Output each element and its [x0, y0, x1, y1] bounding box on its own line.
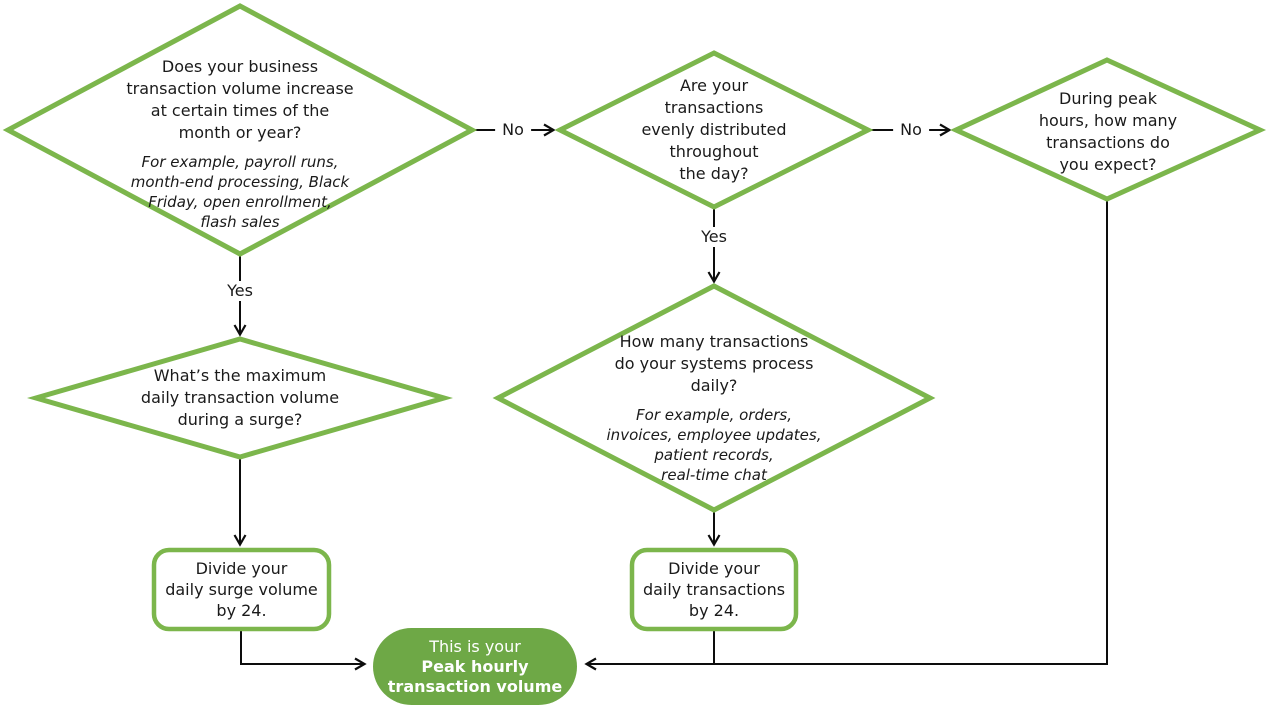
- decision-example: For example, orders, invoices, employee …: [606, 406, 822, 484]
- decision-question: During peak hours, how many transactions…: [1038, 89, 1178, 174]
- process-divide-surge-shape: [151, 547, 332, 632]
- process-divide-daily-text: Divide your daily transactions by 24.: [642, 559, 786, 620]
- decision-question: What’s the maximum daily transaction vol…: [140, 366, 340, 429]
- connector-divide-surge-to-result: [240, 629, 367, 671]
- edge-label-no-1: No: [495, 120, 531, 140]
- decision-peak-hours-text: During peak hours, how many transactions…: [993, 88, 1223, 176]
- decision-evenly-distributed-text: Are your transactions evenly distributed…: [604, 75, 824, 185]
- decision-seasonal-surge-text: Does your business transaction volume in…: [100, 56, 380, 232]
- result-pill-text: This is your Peak hourly transaction vol…: [373, 628, 577, 705]
- decision-max-surge-volume-text: What’s the maximum daily transaction vol…: [100, 365, 380, 431]
- decision-daily-volume-shape: [492, 283, 936, 513]
- decision-question: Does your business transaction volume in…: [126, 57, 354, 142]
- process-divide-daily-shape: [629, 547, 799, 632]
- result-pill-shape: [373, 628, 577, 705]
- decision-seasonal-surge-shape: [2, 3, 478, 257]
- process-divide-surge-text: Divide your daily surge volume by 24.: [165, 559, 318, 620]
- result-emphasis: Peak hourly transaction volume: [387, 656, 563, 696]
- edge-label-yes-2: Yes: [694, 227, 734, 247]
- edge-label-yes-1: Yes: [220, 281, 260, 301]
- decision-evenly-distributed-shape: [554, 50, 874, 210]
- decision-peak-hours-shape: [950, 57, 1267, 202]
- decision-max-surge-volume-shape: [27, 336, 453, 460]
- decision-question: Are your transactions evenly distributed…: [641, 76, 787, 183]
- decision-example: For example, payroll runs, month-end pro…: [130, 153, 350, 231]
- edge-label-no-2: No: [893, 120, 929, 140]
- result-intro: This is your: [429, 636, 521, 656]
- decision-daily-volume-text: How many transactions do your systems pr…: [574, 331, 854, 485]
- connector-peak-hours-to-result: [584, 199, 1108, 671]
- decision-question: How many transactions do your systems pr…: [614, 332, 814, 395]
